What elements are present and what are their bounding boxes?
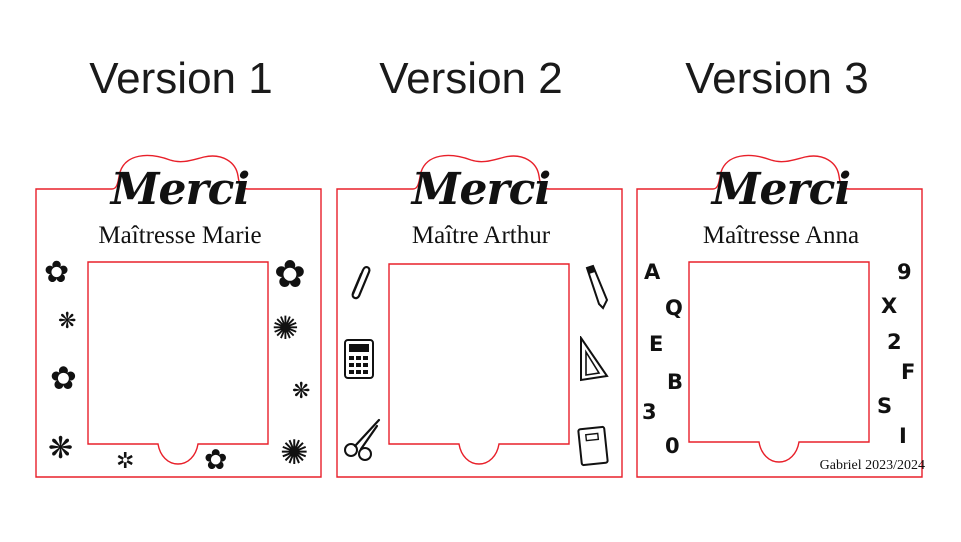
letter-decoration: I [899, 424, 907, 448]
teacher-name: Maître Arthur [411, 222, 551, 249]
set-square-icon [580, 336, 609, 382]
merci-heading: Merci [411, 164, 551, 215]
letter-decoration: S [877, 394, 893, 418]
frame-outline [35, 154, 322, 478]
letter-decoration: Q [665, 296, 683, 320]
teacher-name: Maîtresse Marie [98, 222, 262, 249]
flower-icon: ❋ [48, 432, 74, 465]
signature: Gabriel 2023/2024 [819, 458, 925, 473]
flower-icon: ✺ [280, 434, 309, 472]
merci-heading: Merci [711, 164, 851, 215]
flower-icon: ❋ [58, 308, 77, 333]
paperclip-icon [351, 266, 371, 300]
version-2-panel: Merci Maître Arthur [331, 150, 631, 480]
version-3-title: Version 3 [685, 54, 869, 103]
letter-decoration: 9 [897, 260, 912, 284]
merci-heading: Merci [110, 164, 250, 215]
flower-icon: ✿ [50, 360, 77, 396]
version-2-title: Version 2 [379, 54, 563, 103]
notebook-icon [577, 425, 609, 467]
calculator-icon [344, 339, 374, 379]
letter-decoration: E [649, 332, 664, 356]
pencil-icon [585, 264, 609, 310]
letter-decoration: 3 [642, 400, 657, 424]
flower-icon: ✺ [272, 310, 299, 346]
letter-decoration: 0 [665, 434, 680, 458]
letter-decoration: A [644, 260, 661, 284]
flower-icon: ✿ [274, 254, 306, 296]
letter-decoration: X [881, 294, 898, 318]
flower-icon: ✿ [204, 444, 228, 475]
flower-icon: ❋ [292, 378, 311, 403]
letter-decoration: 2 [887, 330, 902, 354]
letter-decoration: F [901, 360, 916, 384]
flower-icon: ✿ [44, 256, 70, 289]
teacher-name: Maîtresse Anna [702, 222, 860, 249]
frame-outline [336, 154, 623, 478]
flower-icon: ✲ [116, 448, 135, 473]
letter-decoration: B [667, 370, 684, 394]
version-1-panel: Merci Maîtresse Marie ✿ ❋ ✿ ❋ ✲ ✿ ✿ ✺ ❋ … [30, 150, 330, 480]
frame-outline [636, 154, 923, 478]
version-1-title: Version 1 [89, 54, 273, 103]
scissors-icon [344, 418, 381, 461]
version-3-panel: Merci Maîtresse Anna A Q E B 3 0 9 X 2 F… [631, 150, 931, 480]
